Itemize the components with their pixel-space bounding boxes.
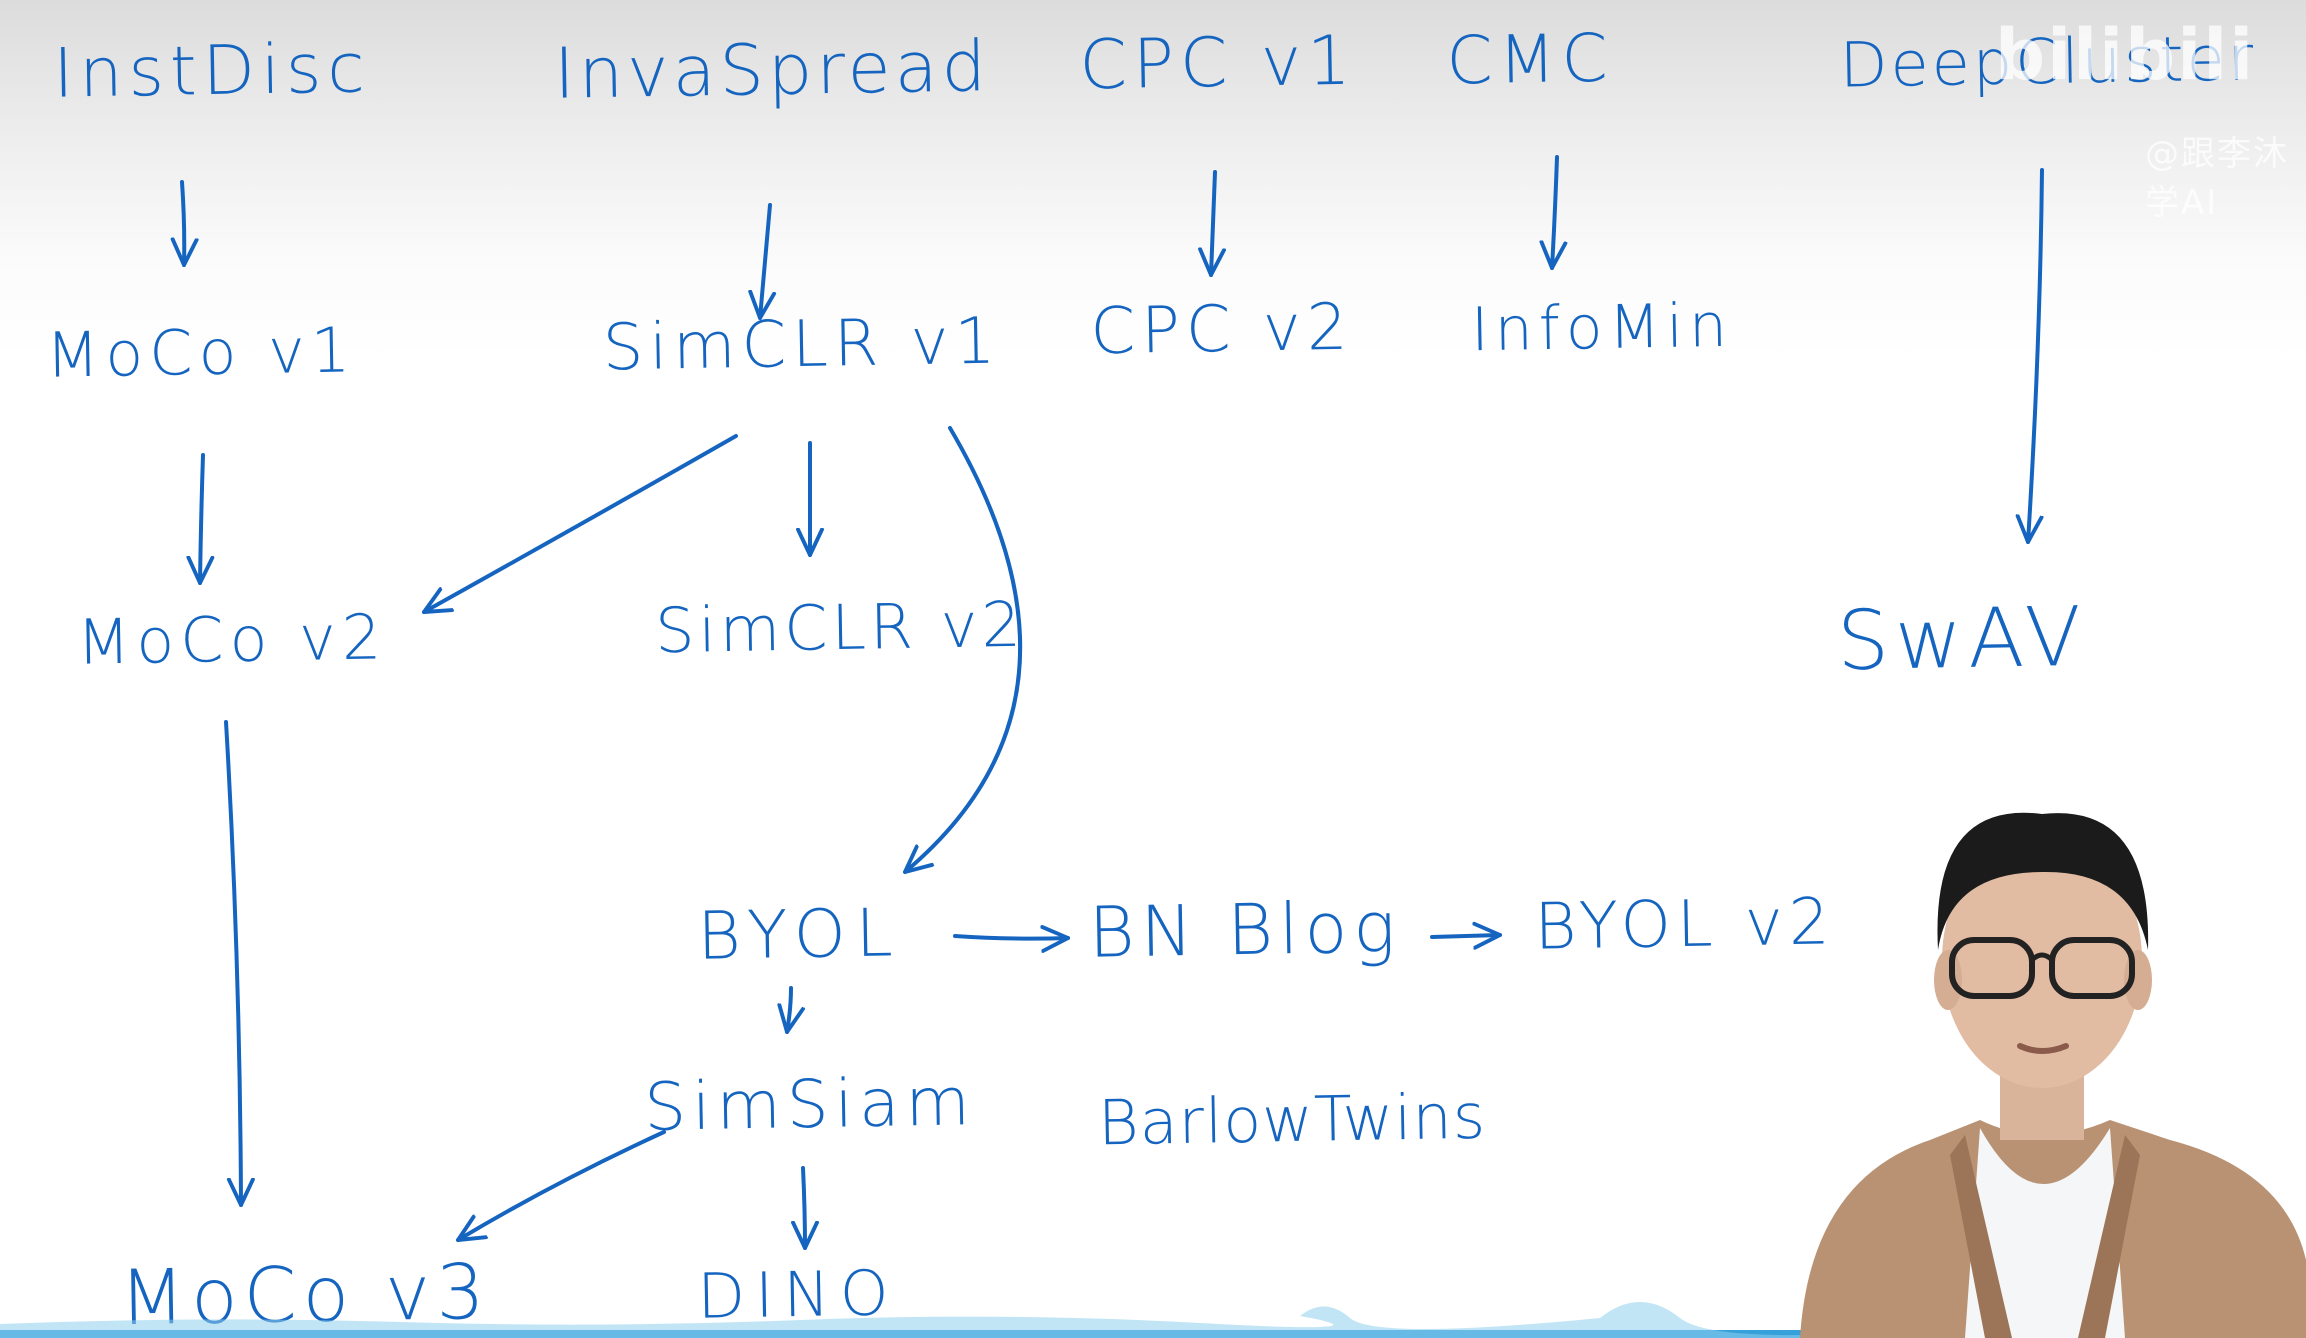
bottom-wave-bar [0,1302,2306,1338]
node-barlowtwins: BarlowTwins [1097,1079,1487,1160]
bilibili-logo: bilibili [1995,14,2256,96]
edge-byol-simsiam [787,986,791,1034]
edge-bnblog-byolv2 [1430,935,1502,937]
edge-simclrv1-mocov2 [422,434,738,614]
edge-simsiam-dino [803,1166,805,1250]
node-bnblog: BN Blog [1088,886,1402,974]
edge-mocov2-mocov3 [224,720,241,1207]
node-swav: SwAV [1836,589,2088,690]
bilibili-watermark: bilibili @跟李沐学AI [1995,14,2305,223]
edge-simclrv1-byol [903,426,1022,874]
node-infomin: InfoMin [1470,290,1734,366]
node-byol: BYOL [696,894,904,975]
edge-invaspread-simclrv1 [760,203,770,320]
edge-cpcv1-cpcv2 [1211,170,1215,277]
uploader-handle: @跟李沐学AI [2145,134,2289,223]
node-simclrv1: SimCLR v1 [602,304,1002,386]
node-simclrv2: SimCLR v2 [654,587,1026,668]
node-invaspread: InvaSpread [553,25,991,115]
node-cpcv2: CPC v2 [1089,290,1355,370]
edge-cmc-infomin [1552,155,1557,270]
node-cmc: CMC [1445,19,1615,100]
edge-instdisc-mocov1 [182,180,184,267]
node-mocov2: MoCo v2 [76,600,388,679]
node-instdisc: InstDisc [52,29,372,114]
edge-simsiam-mocov3 [456,1130,666,1242]
node-simsiam: SimSiam [643,1063,977,1146]
presenter-video [1800,812,2306,1338]
node-mocov1: MoCo v1 [45,313,357,392]
node-cpcv1: CPC v1 [1078,21,1358,106]
edge-deepcluster-swav [2028,168,2044,544]
edge-mocov1-mocov2 [200,453,203,585]
edge-byol-bnblog [953,936,1070,939]
